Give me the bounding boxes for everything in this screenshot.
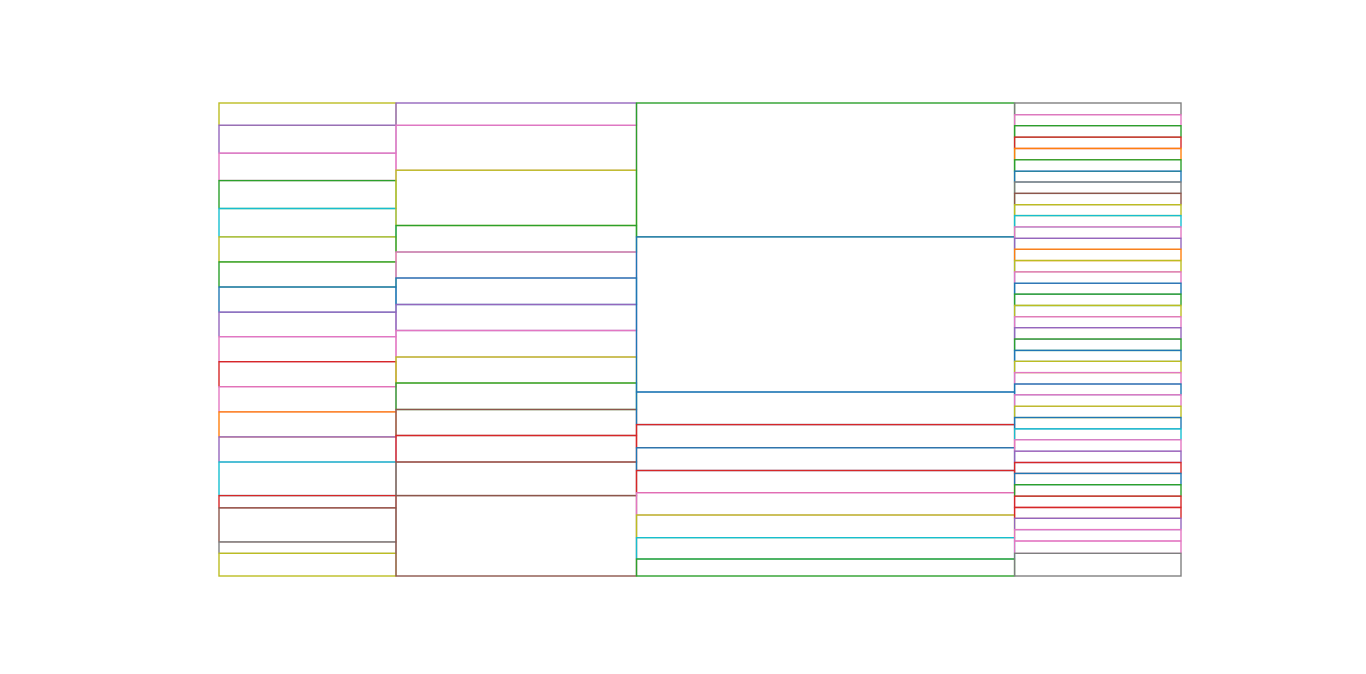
treemap-cell-0-6-0 [218, 552, 397, 577]
treemap-cell-3-0-21 [1013, 338, 1182, 352]
treemap-cell-3-0-36 [1013, 506, 1182, 519]
treemap-cell-2-3-5 [635, 537, 1016, 560]
treemap-cell-3-0-23 [1013, 360, 1182, 374]
treemap-cell-1-1-0 [395, 124, 638, 171]
treemap-cell-3-0-10 [1013, 214, 1182, 228]
treemap-cell-3-0-0 [1013, 102, 1182, 116]
treemap-cell-1-3-3 [395, 303, 638, 332]
treemap-cell-0-2-5 [218, 361, 397, 388]
treemap-cell-2-3-3 [635, 492, 1016, 516]
treemap-cell-1-3-1 [395, 251, 638, 279]
treemap-cell-3-0-14 [1013, 259, 1182, 273]
treemap-cell-3-0-37 [1013, 517, 1182, 531]
treemap-cell-2-3-2 [635, 469, 1016, 494]
treemap-cell-3-0-22 [1013, 349, 1182, 362]
treemap-cells [218, 102, 1182, 577]
treemap-cell-0-1-3 [218, 207, 397, 238]
treemap-cell-3-0-18 [1013, 304, 1182, 318]
treemap-cell-2-3-1 [635, 447, 1016, 472]
treemap-cell-3-0-12 [1013, 237, 1182, 250]
treemap-cell-3-0-35 [1013, 495, 1182, 509]
treemap-cell-3-0-40 [1013, 552, 1182, 577]
treemap-cell-0-2-3 [218, 311, 397, 338]
treemap-cell-0-4-0 [218, 507, 397, 543]
treemap-cell-3-0-7 [1013, 181, 1182, 195]
treemap-cell-3-0-27 [1013, 405, 1182, 419]
treemap-cell-2-3-0 [635, 423, 1016, 449]
treemap-cell-2-0-0 [635, 102, 1016, 238]
treemap-cell-3-0-13 [1013, 248, 1182, 262]
treemap-cell-3-0-19 [1013, 316, 1182, 329]
treemap-cell-0-2-0 [218, 236, 397, 263]
treemap-cell-3-0-8 [1013, 192, 1182, 206]
treemap-cell-1-4-0 [395, 494, 638, 577]
treemap-cell-0-1-1 [218, 152, 397, 182]
treemap-cell-1-3-8 [395, 434, 638, 463]
treemap-cell-2-2-0 [635, 391, 1016, 426]
treemap-cell-3-0-33 [1013, 472, 1182, 486]
treemap-cell-1-3-5 [395, 356, 638, 384]
treemap-cell-0-2-6 [218, 386, 397, 413]
treemap-cell-0-2-2 [218, 286, 397, 313]
treemap-cell-3-0-6 [1013, 170, 1182, 183]
treemap-cell-0-1-2 [218, 179, 397, 210]
treemap-cell-3-0-30 [1013, 439, 1182, 452]
treemap-cell-1-2-0 [395, 169, 638, 227]
treemap-cell-1-3-9 [395, 461, 638, 497]
treemap-cell-0-5-0 [218, 541, 397, 555]
treemap-cell-3-0-1 [1013, 114, 1182, 127]
treemap-cell-3-0-31 [1013, 450, 1182, 464]
treemap-cell-3-0-38 [1013, 528, 1182, 542]
treemap-cell-0-2-9 [218, 461, 397, 497]
treemap-cell-3-0-26 [1013, 394, 1182, 407]
treemap-cell-1-3-4 [395, 329, 638, 358]
treemap-cell-0-2-7 [218, 411, 397, 438]
treemap-cell-0-2-8 [218, 436, 397, 463]
treemap-cell-3-0-16 [1013, 282, 1182, 295]
treemap-cell-3-0-4 [1013, 147, 1182, 161]
treemap-cell-3-0-17 [1013, 293, 1182, 307]
treemap-cell-3-0-28 [1013, 416, 1182, 430]
treemap-cell-3-0-34 [1013, 484, 1182, 497]
treemap-cell-2-3-6 [635, 558, 1016, 577]
treemap-cell-3-0-32 [1013, 461, 1182, 475]
treemap-cell-1-3-2 [395, 277, 638, 306]
treemap-cell-3-0-5 [1013, 159, 1182, 172]
treemap-cell-0-0-0 [218, 102, 397, 126]
treemap-cell-3-0-3 [1013, 136, 1182, 150]
treemap-cell-0-2-1 [218, 261, 397, 288]
treemap-cell-3-0-2 [1013, 124, 1182, 138]
treemap-cell-3-0-11 [1013, 226, 1182, 239]
treemap-cell-3-0-29 [1013, 428, 1182, 441]
treemap-cell-3-0-15 [1013, 271, 1182, 284]
treemap-cell-1-3-6 [395, 382, 638, 411]
treemap-cell-2-3-4 [635, 514, 1016, 539]
treemap-cell-1-3-7 [395, 408, 638, 437]
treemap-cell-1-0-0 [395, 102, 638, 126]
treemap-cell-3-0-20 [1013, 327, 1182, 340]
treemap-cell-2-1-0 [635, 236, 1016, 393]
treemap-cell-3-0-39 [1013, 540, 1182, 555]
treemap-cell-3-0-24 [1013, 371, 1182, 385]
treemap-cell-1-3-0 [395, 224, 638, 253]
treemap-cell-0-3-0 [218, 494, 397, 509]
treemap-cell-3-0-25 [1013, 383, 1182, 396]
treemap-cell-0-2-4 [218, 336, 397, 363]
treemap-cell-3-0-9 [1013, 203, 1182, 217]
treemap-cell-0-1-0 [218, 124, 397, 154]
